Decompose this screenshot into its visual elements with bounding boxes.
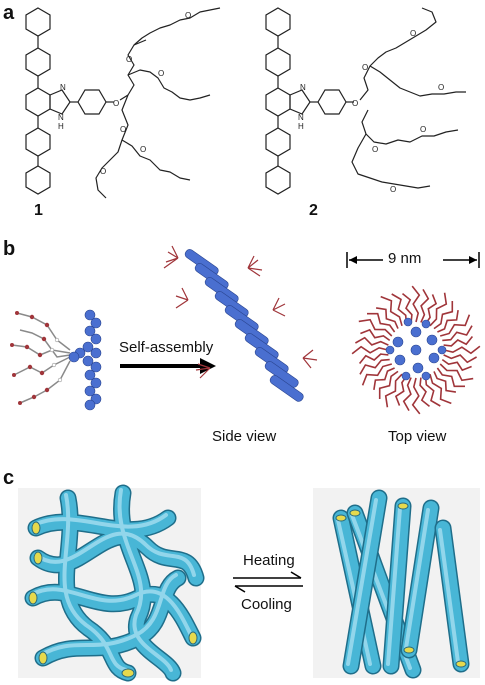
micelle-chain xyxy=(384,373,403,408)
o-atom-label: O xyxy=(372,145,378,154)
panel-b-letter: b xyxy=(3,238,16,260)
o-atom-label: O xyxy=(158,69,164,78)
o-atom-label: O xyxy=(140,145,146,154)
micelle-chain xyxy=(424,376,441,407)
scale-bar xyxy=(346,252,480,268)
panel-a-letter: a xyxy=(3,2,15,24)
side-view-stack xyxy=(163,245,318,402)
rod xyxy=(434,519,470,673)
micelle-chain xyxy=(367,312,396,333)
scale-label: 9 nm xyxy=(388,250,422,267)
micelle-chain xyxy=(380,295,403,327)
compound-2-label: 2 xyxy=(309,202,318,219)
o-atom-label: O xyxy=(352,99,358,108)
micelle-chain xyxy=(351,345,389,355)
o-atom-label: O xyxy=(410,29,416,38)
o-atom-label: O xyxy=(100,167,106,176)
micelle-chain xyxy=(359,358,390,375)
heating-label: Heating xyxy=(243,552,295,569)
micelle-chain xyxy=(358,318,393,337)
compound-1-label: 1 xyxy=(34,202,43,219)
side-view-core xyxy=(184,249,304,402)
micelle-chain xyxy=(429,373,452,405)
micelle-chain xyxy=(439,363,474,382)
micelle-chain xyxy=(378,370,399,399)
micelle-chain xyxy=(442,325,473,342)
o-atom-label: O xyxy=(113,99,119,108)
micelle-chain xyxy=(375,307,399,329)
micelle-chain xyxy=(433,301,454,330)
molecule-2-structure: N N H O O O O O O O xyxy=(265,7,466,195)
h-atom-label: H xyxy=(58,122,64,131)
top-view-micelle xyxy=(351,285,481,415)
side-view-label: Side view xyxy=(212,428,277,445)
micelle-chain xyxy=(402,377,412,411)
aligned-rod-bundle xyxy=(313,488,480,679)
micelle-chain xyxy=(360,328,391,342)
micelle-chain xyxy=(394,375,408,406)
n-atom-label: N xyxy=(60,83,66,92)
micelle-chain xyxy=(391,293,408,324)
single-molecule-model xyxy=(10,309,102,411)
micelle-chain xyxy=(355,336,389,346)
self-assembly-arrow xyxy=(120,358,216,374)
micelle-chain xyxy=(441,358,472,372)
micelle-chain xyxy=(420,289,430,323)
micelle-chain xyxy=(437,309,459,333)
micelle-chain xyxy=(439,314,471,337)
rod xyxy=(342,489,388,675)
nh-atom-label: N xyxy=(298,113,304,122)
rod xyxy=(382,497,412,675)
micelle-chain xyxy=(436,367,465,388)
h-atom-label: H xyxy=(298,122,304,131)
micelle-chain xyxy=(433,371,457,393)
molecule-1-structure: N N H O O O O O O O xyxy=(25,7,221,199)
o-atom-label: O xyxy=(390,185,396,194)
micelle-chain xyxy=(361,363,393,386)
micelle-chain xyxy=(429,292,448,327)
top-view-label: Top view xyxy=(388,428,447,445)
micelle-chain xyxy=(401,292,413,323)
rod xyxy=(400,499,440,659)
micelle-chain xyxy=(419,377,431,408)
nh-atom-label: N xyxy=(58,113,64,122)
micelle-chain xyxy=(411,377,421,415)
entangled-fiber-network xyxy=(18,484,205,682)
micelle-chain xyxy=(443,354,477,364)
micelle-chain xyxy=(411,285,421,323)
o-atom-label: O xyxy=(185,11,191,20)
micelle-chain xyxy=(373,367,395,391)
micelle-chain xyxy=(443,335,474,347)
o-atom-label: O xyxy=(438,83,444,92)
o-atom-label: O xyxy=(362,63,368,72)
o-atom-label: O xyxy=(420,125,426,134)
o-atom-label: O xyxy=(120,125,126,134)
reversible-arrows xyxy=(233,571,303,593)
micelle-chain xyxy=(424,294,438,325)
o-atom-label: O xyxy=(126,55,132,64)
panel-c-letter: c xyxy=(3,467,15,489)
n-atom-label: N xyxy=(300,83,306,92)
micelle-chain xyxy=(358,353,389,365)
self-assembly-label: Self-assembly xyxy=(119,339,214,356)
micelle-chain xyxy=(443,345,481,355)
cooling-label: Cooling xyxy=(241,596,292,613)
